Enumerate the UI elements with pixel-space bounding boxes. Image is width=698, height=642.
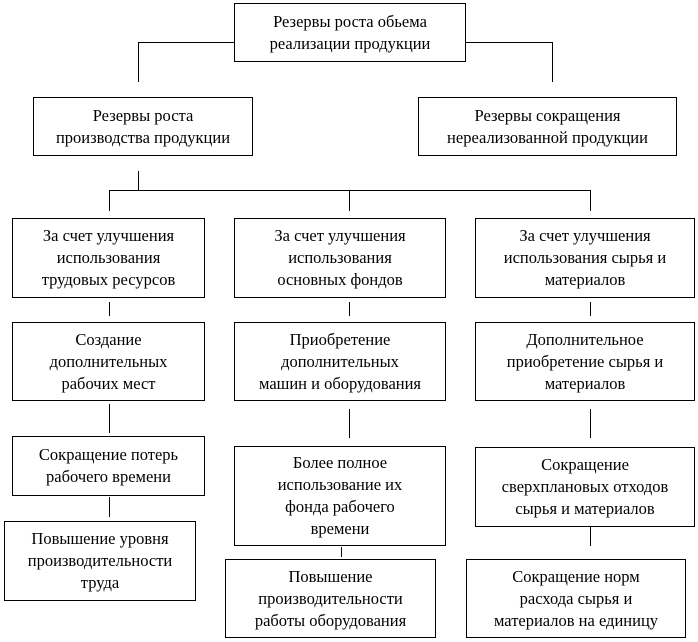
labor-item-2: Сокращение потерь рабочего времени (12, 436, 205, 496)
connector (466, 42, 552, 43)
connector (349, 409, 350, 438)
connector (109, 190, 110, 211)
connector (138, 171, 139, 190)
connector (590, 302, 591, 316)
connector (138, 42, 139, 82)
materials-item-3: Сокращение норм расхода сырья и материал… (466, 559, 686, 638)
materials-item-2: Сокращение сверхплановых отходов сырья и… (475, 447, 695, 527)
item-label: Повышение производительности работы обор… (254, 566, 407, 630)
assets-item-3: Повышение производительности работы обор… (225, 559, 436, 638)
item-label: Сокращение потерь рабочего времени (38, 445, 179, 486)
labor-resources-box: За счет улучшения использования трудовых… (12, 218, 205, 298)
connector (109, 497, 110, 517)
root-box: Резервы роста обьема реализации продукци… (234, 3, 466, 62)
assets-item-2: Более полное использование их фонда рабо… (234, 446, 446, 546)
item-label: Создание дополнительных рабочих мест (49, 329, 168, 393)
connector (341, 547, 342, 557)
connector (349, 190, 350, 211)
materials-label: За счет улучшения использования сырья и … (503, 226, 667, 289)
labor-item-1: Создание дополнительных рабочих мест (12, 322, 205, 401)
production-growth-box: Резервы роста производства продукции (33, 97, 253, 156)
production-growth-label: Резервы роста производства продукции (55, 105, 231, 147)
materials-item-1: Дополнительное приобретение сырья и мате… (475, 322, 695, 401)
item-label: Более полное использование их фонда рабо… (277, 453, 403, 538)
item-label: Приобретение дополнительных машин и обор… (258, 329, 422, 393)
connector (590, 527, 591, 546)
connector (552, 42, 553, 82)
item-label: Сокращение норм расхода сырья и материал… (493, 566, 659, 630)
connector (138, 42, 234, 43)
assets-item-1: Приобретение дополнительных машин и обор… (234, 322, 446, 401)
connector (109, 404, 110, 433)
materials-box: За счет улучшения использования сырья и … (475, 218, 695, 298)
unsold-reduction-label: Резервы сокращения нереализованной проду… (447, 105, 648, 147)
connector (590, 190, 591, 211)
unsold-reduction-box: Резервы сокращения нереализованной проду… (418, 97, 677, 156)
item-label: Повышение уровня производительности труд… (27, 529, 173, 592)
connector (349, 302, 350, 316)
connector (109, 302, 110, 316)
connector (590, 409, 591, 438)
item-label: Дополнительное приобретение сырья и мате… (506, 329, 664, 393)
labor-item-3: Повышение уровня производительности труд… (4, 521, 196, 601)
item-label: Сокращение сверхплановых отходов сырья и… (501, 455, 669, 518)
fixed-assets-box: За счет улучшения использования основных… (234, 218, 446, 298)
fixed-assets-label: За счет улучшения использования основных… (274, 226, 406, 289)
labor-resources-label: За счет улучшения использования трудовых… (41, 226, 176, 289)
root-label: Резервы роста обьема реализации продукци… (269, 11, 431, 53)
